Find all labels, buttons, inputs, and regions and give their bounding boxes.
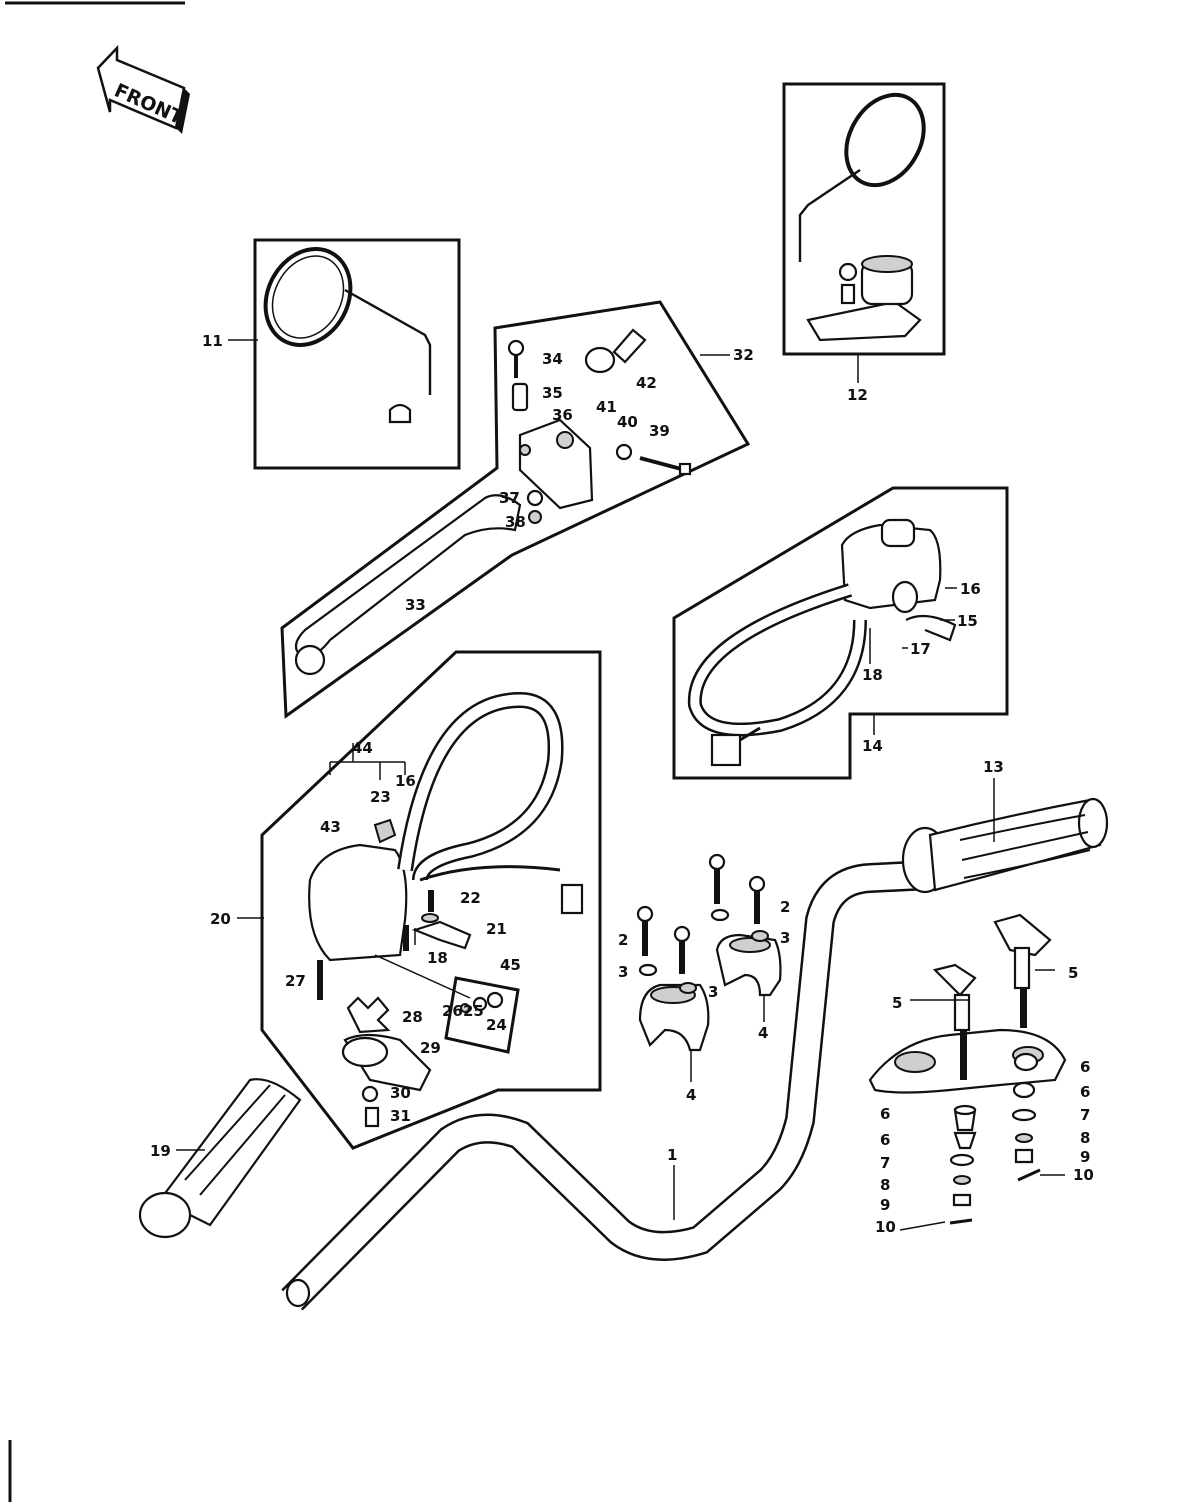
mirror-right-box <box>782 82 946 356</box>
callout-15: 15 <box>957 612 978 630</box>
callout-28: 28 <box>402 1008 423 1026</box>
callout-9: 9 <box>880 1196 890 1214</box>
callout-5: 5 <box>1068 964 1078 982</box>
callout-26: 26 <box>442 1002 463 1020</box>
callout-labels: 1 2 2 3 3 3 4 4 5 5 6 6 6 6 7 7 8 8 9 9 … <box>150 332 1094 1236</box>
callout-33: 33 <box>405 596 426 614</box>
callout-17: 17 <box>910 640 931 658</box>
callout-29: 29 <box>420 1039 441 1057</box>
callout-45: 45 <box>500 956 521 974</box>
leader-lines <box>176 339 1065 1231</box>
callout-3: 3 <box>618 963 628 981</box>
callout-8: 8 <box>1080 1129 1090 1147</box>
callout-42: 42 <box>636 374 657 392</box>
callout-25: 25 <box>463 1002 484 1020</box>
callout-3: 3 <box>708 983 718 1001</box>
handlebar-holders <box>868 913 1067 1094</box>
callout-13: 13 <box>983 758 1004 776</box>
callout-18: 18 <box>427 949 448 967</box>
callout-10: 10 <box>1073 1166 1094 1184</box>
callout-37: 37 <box>499 489 520 507</box>
small-parts-box <box>444 976 520 1054</box>
callout-36: 36 <box>552 406 573 424</box>
callout-1: 1 <box>667 1146 677 1164</box>
callout-35: 35 <box>542 384 563 402</box>
callout-34: 34 <box>542 350 563 368</box>
callout-6: 6 <box>880 1131 890 1149</box>
callout-6: 6 <box>1080 1058 1090 1076</box>
callout-31: 31 <box>390 1107 411 1125</box>
callout-4: 4 <box>686 1086 696 1104</box>
callout-4: 4 <box>758 1024 768 1042</box>
callout-8: 8 <box>880 1176 890 1194</box>
callout-20: 20 <box>210 910 231 928</box>
mirror-left <box>263 247 432 424</box>
left-switch-box <box>260 650 602 1150</box>
callout-43: 43 <box>320 818 341 836</box>
callout-30: 30 <box>390 1084 411 1102</box>
left-switch-housing <box>308 691 584 1128</box>
callout-7: 7 <box>1080 1106 1090 1124</box>
callout-14: 14 <box>862 737 883 755</box>
clutch-lever-assembly <box>294 328 692 676</box>
callout-38: 38 <box>505 513 526 531</box>
callout-23: 23 <box>370 788 391 806</box>
callout-5: 5 <box>892 994 902 1012</box>
mirror-right <box>798 92 926 262</box>
handlebar <box>281 860 931 1311</box>
callout-2: 2 <box>618 931 628 949</box>
left-grip <box>138 1078 302 1239</box>
callout-2: 2 <box>780 898 790 916</box>
mounting-hardware <box>949 1052 1041 1225</box>
callout-44: 44 <box>352 739 373 757</box>
callout-19: 19 <box>150 1142 171 1160</box>
master-cylinder-reservoir <box>806 255 922 342</box>
right-switch-housing <box>687 518 957 767</box>
callout-16: 16 <box>960 580 981 598</box>
callout-21: 21 <box>486 920 507 938</box>
callout-41: 41 <box>596 398 617 416</box>
callout-6: 6 <box>1080 1083 1090 1101</box>
throttle-grip <box>901 797 1109 894</box>
callout-39: 39 <box>649 422 670 440</box>
callout-40: 40 <box>617 413 638 431</box>
front-arrow-icon: FRONT <box>96 44 190 134</box>
callout-9: 9 <box>1080 1148 1090 1166</box>
callout-27: 27 <box>285 972 306 990</box>
callout-18: 18 <box>862 666 883 684</box>
callout-12: 12 <box>847 386 868 404</box>
clutch-lever-box <box>280 300 751 719</box>
callout-7: 7 <box>880 1154 890 1172</box>
callout-32: 32 <box>733 346 754 364</box>
callout-10: 10 <box>875 1218 896 1236</box>
small-parts <box>460 991 504 1013</box>
handlebar-clamps <box>636 853 782 1052</box>
callout-16: 16 <box>395 772 416 790</box>
callout-24: 24 <box>486 1016 507 1034</box>
callout-3: 3 <box>780 929 790 947</box>
right-switch-box <box>672 486 1009 780</box>
callout-6: 6 <box>880 1105 890 1123</box>
callout-22: 22 <box>460 889 481 907</box>
mirror-left-box <box>253 238 461 470</box>
callout-11: 11 <box>202 332 223 350</box>
